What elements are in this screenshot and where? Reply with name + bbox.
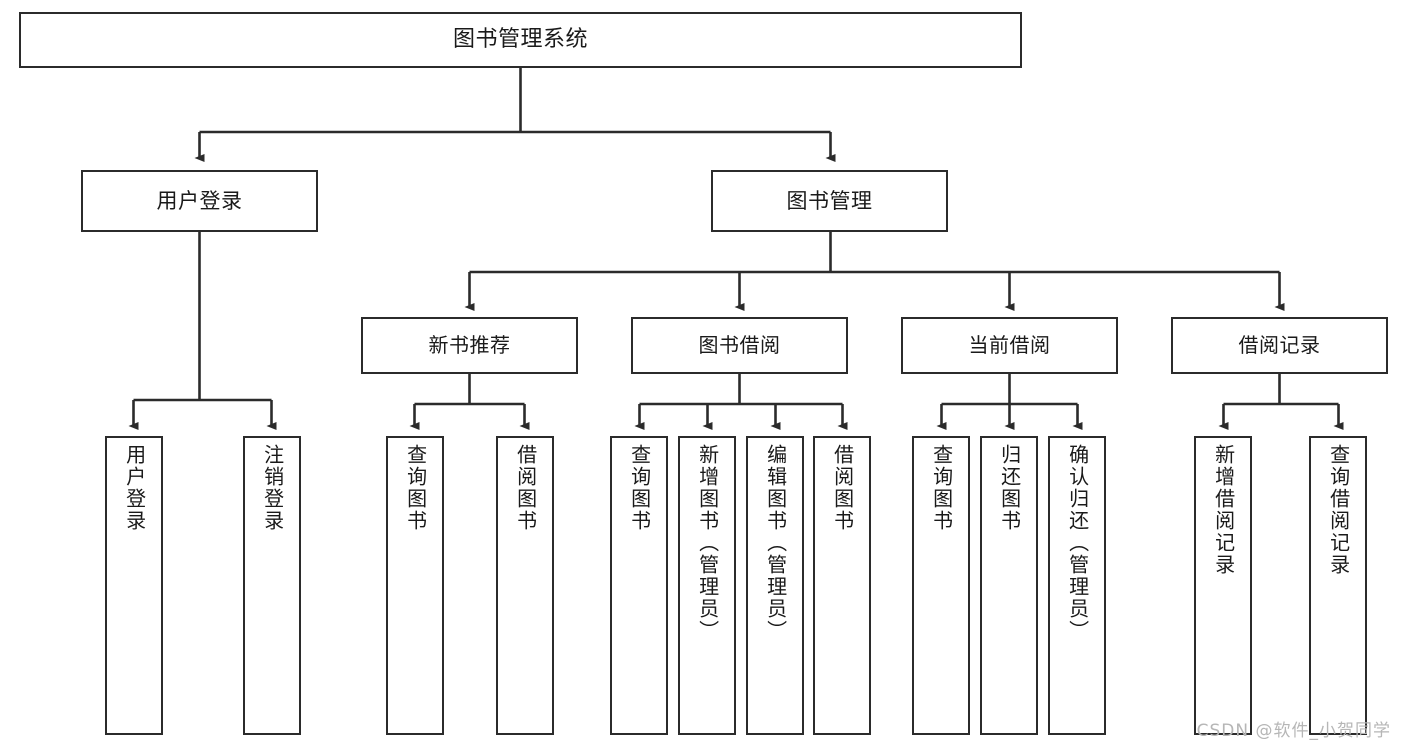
- node-label: 图书借阅: [698, 332, 781, 357]
- leaf-current-borrow-confirm-return-admin[interactable]: 确认归还（管理员）: [1048, 436, 1106, 735]
- node-label: 新增借阅记录: [1211, 444, 1236, 576]
- node-label: 用户登录: [156, 188, 243, 213]
- leaf-new-book-borrow-book[interactable]: 借阅图书: [496, 436, 554, 735]
- node-label: 图书管理系统: [452, 27, 588, 53]
- leaf-book-borrow-query-book[interactable]: 查询图书: [610, 436, 668, 735]
- leaf-borrow-record-query-record[interactable]: 查询借阅记录: [1309, 436, 1367, 735]
- node-label: 图书管理: [786, 188, 873, 213]
- leaf-book-borrow-edit-book-admin[interactable]: 编辑图书（管理员）: [746, 436, 804, 735]
- leaf-current-borrow-query-book[interactable]: 查询图书: [912, 436, 970, 735]
- node-label: 查询图书: [627, 444, 652, 532]
- node-label: 当前借阅: [968, 332, 1051, 357]
- leaf-current-borrow-return-book[interactable]: 归还图书: [980, 436, 1038, 735]
- node-label: 查询图书: [929, 444, 954, 532]
- node-label: 编辑图书（管理员）: [763, 444, 788, 642]
- leaf-new-book-query-book[interactable]: 查询图书: [386, 436, 444, 735]
- node-borrow-record[interactable]: 借阅记录: [1171, 317, 1388, 374]
- node-book-management[interactable]: 图书管理: [711, 170, 948, 232]
- node-label: 注销登录: [260, 444, 285, 532]
- leaf-borrow-record-add-record[interactable]: 新增借阅记录: [1194, 436, 1252, 735]
- node-new-book-recommend[interactable]: 新书推荐: [361, 317, 578, 374]
- node-label: 查询借阅记录: [1326, 444, 1351, 576]
- node-label: 新书推荐: [428, 332, 511, 357]
- node-current-borrow[interactable]: 当前借阅: [901, 317, 1118, 374]
- node-label: 借阅图书: [513, 444, 538, 532]
- leaf-book-borrow-add-book-admin[interactable]: 新增图书（管理员）: [678, 436, 736, 735]
- node-label: 新增图书（管理员）: [695, 444, 720, 642]
- node-label: 归还图书: [997, 444, 1022, 532]
- leaf-book-borrow-borrow-book[interactable]: 借阅图书: [813, 436, 871, 735]
- leaf-user-login-logout[interactable]: 注销登录: [243, 436, 301, 735]
- node-label: 借阅记录: [1238, 332, 1321, 357]
- csdn-watermark: CSDN @软件_小贺同学: [1196, 721, 1391, 741]
- node-book-borrow[interactable]: 图书借阅: [631, 317, 848, 374]
- node-label: 确认归还（管理员）: [1065, 444, 1090, 642]
- leaf-user-login-login[interactable]: 用户登录: [105, 436, 163, 735]
- node-label: 借阅图书: [830, 444, 855, 532]
- node-label: 查询图书: [403, 444, 428, 532]
- node-root-book-management-system[interactable]: 图书管理系统: [19, 12, 1022, 68]
- node-label: 用户登录: [122, 444, 147, 532]
- node-user-login[interactable]: 用户登录: [81, 170, 318, 232]
